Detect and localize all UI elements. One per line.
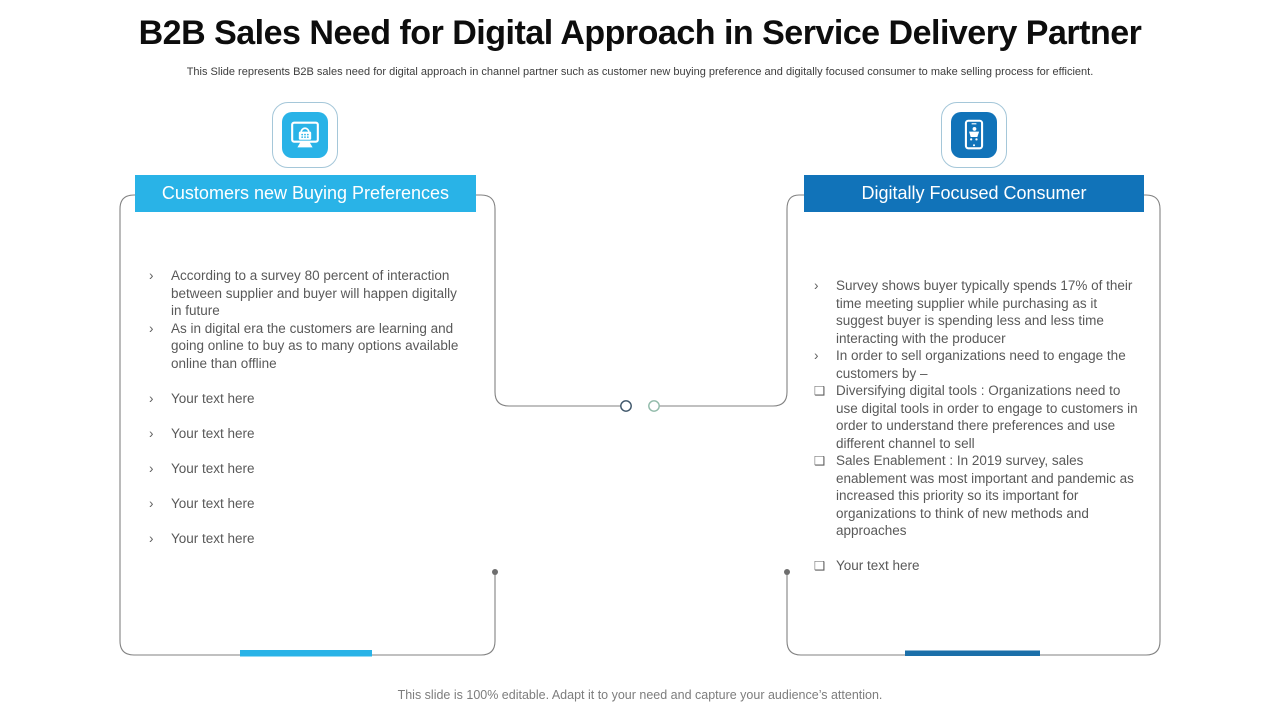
- checkbox-bullet-marker: ❑: [814, 454, 826, 468]
- right-panel-border-body: [786, 194, 1161, 656]
- left-panel-bullet-list: › According to a survey 80 percent of in…: [149, 267, 461, 547]
- bullet-marker: ›: [814, 278, 819, 293]
- list-item: › Survey shows buyer typically spends 17…: [814, 277, 1138, 347]
- placeholder-text: Your text here: [836, 558, 920, 573]
- left-panel-border-body: [119, 194, 496, 656]
- list-item: ❑ Sales Enablement : In 2019 survey, sal…: [814, 452, 1138, 540]
- border-dot-right: [784, 569, 790, 575]
- bullet-marker: ›: [149, 268, 154, 283]
- list-item: › As in digital era the customers are le…: [149, 320, 461, 373]
- left-accent-bar: [240, 650, 372, 657]
- checkbox-bullet-marker: ❑: [814, 559, 826, 573]
- bullet-text: Diversifying digital tools : Organizatio…: [836, 383, 1138, 451]
- placeholder-text: Your text here: [171, 390, 255, 406]
- bullet-text: According to a survey 80 percent of inte…: [171, 268, 457, 318]
- right-icon-badge: [941, 102, 1007, 168]
- right-panel-bullet-list: › Survey shows buyer typically spends 17…: [814, 277, 1138, 576]
- bullet-marker: ›: [814, 348, 819, 363]
- placeholder-text: Your text here: [171, 460, 255, 476]
- left-panel-border-top: [480, 194, 621, 407]
- placeholder-text: Your text here: [171, 425, 255, 441]
- left-icon-badge: [272, 102, 338, 168]
- bullet-marker: ›: [149, 530, 154, 546]
- list-item: › Your text here: [149, 495, 461, 513]
- page-subtitle: This Slide represents B2B sales need for…: [186, 66, 1094, 78]
- tablet-cart-glyph: [964, 119, 984, 150]
- border-dot-left: [492, 569, 498, 575]
- desktop-shopping-basket-icon: [282, 112, 328, 158]
- bullet-text: In order to sell organizations need to e…: [836, 348, 1126, 381]
- placeholder-text: Your text here: [171, 495, 255, 511]
- list-item: ❑ Diversifying digital tools : Organizat…: [814, 382, 1138, 452]
- list-item: › According to a survey 80 percent of in…: [149, 267, 461, 320]
- list-item: › Your text here: [149, 530, 461, 548]
- list-item: › Your text here: [149, 390, 461, 408]
- checkbox-bullet-marker: ❑: [814, 384, 826, 398]
- mobile-shopping-cart-icon: [951, 112, 997, 158]
- list-item: › Your text here: [149, 460, 461, 478]
- list-item: › In order to sell organizations need to…: [814, 347, 1138, 382]
- right-panel-header: Digitally Focused Consumer: [804, 175, 1144, 212]
- right-panel-border-top: [659, 194, 800, 407]
- page-title: B2B Sales Need for Digital Approach in S…: [138, 14, 1142, 52]
- list-item: ❑ Your text here: [814, 557, 1138, 576]
- bullet-text: As in digital era the customers are lear…: [171, 320, 459, 371]
- monitor-basket-glyph: [291, 121, 319, 148]
- bullet-marker: ›: [149, 460, 154, 476]
- footer-note: This slide is 100% editable. Adapt it to…: [397, 688, 883, 702]
- bullet-marker: ›: [149, 320, 154, 336]
- left-panel-header: Customers new Buying Preferences: [135, 175, 476, 212]
- bullet-marker: ›: [149, 425, 154, 441]
- connector-circle-left: [620, 400, 632, 412]
- bullet-text: Sales Enablement : In 2019 survey, sales…: [836, 453, 1134, 538]
- bullet-marker: ›: [149, 495, 154, 511]
- list-item: › Your text here: [149, 425, 461, 443]
- placeholder-text: Your text here: [171, 530, 255, 546]
- connector-circle-right: [648, 400, 660, 412]
- bullet-text: Survey shows buyer typically spends 17% …: [836, 278, 1133, 346]
- right-accent-bar: [905, 650, 1040, 656]
- bullet-marker: ›: [149, 390, 154, 406]
